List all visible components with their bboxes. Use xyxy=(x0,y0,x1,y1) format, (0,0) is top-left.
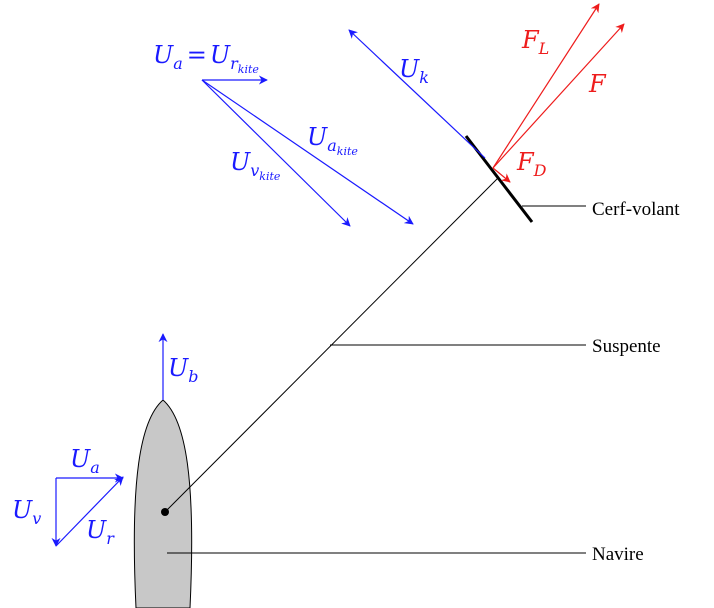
uk-arrow xyxy=(348,29,486,159)
label-fl: FL xyxy=(521,26,549,58)
label-navire: Navire xyxy=(592,544,644,565)
ship-hull xyxy=(133,399,193,608)
uv-kite-arrow xyxy=(201,79,351,227)
force-fl-arrow xyxy=(492,3,600,169)
label-uv-kite: Uvkite xyxy=(230,148,281,183)
label-cerf-volant: Cerf-volant xyxy=(592,199,680,220)
label-uk: Uk xyxy=(399,55,429,87)
ua-kite-arrow xyxy=(201,79,414,225)
label-fd: FD xyxy=(516,148,547,180)
label-suspente: Suspente xyxy=(592,336,661,357)
label-ua-kite: Uakite xyxy=(307,123,358,158)
ur-ship-arrow xyxy=(55,476,124,547)
label-ur-ship: Ur xyxy=(86,516,115,548)
tether-anchor-dot xyxy=(161,508,169,516)
label-ua-equals-ur-kite: Ua=Urkite xyxy=(153,41,259,76)
force-f-arrow xyxy=(492,23,625,169)
label-f: F xyxy=(588,70,607,98)
force-fd-arrow xyxy=(492,167,511,183)
label-uv-ship: Uv xyxy=(12,496,41,528)
label-ub: Ub xyxy=(168,354,198,386)
label-ua-ship: Ua xyxy=(70,445,100,477)
